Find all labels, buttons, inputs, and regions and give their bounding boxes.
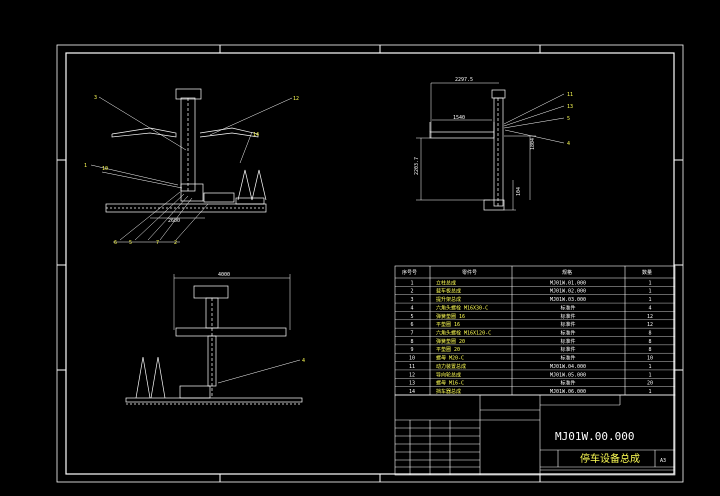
balloon: 13 — [567, 104, 573, 110]
bom-cell-name: 弹簧垫圈 20 — [436, 338, 465, 345]
drawing-title: 停车设备总成 — [580, 452, 640, 465]
bom-cell-name: 螺母 M20-C — [436, 355, 464, 362]
balloon: 4 — [567, 141, 570, 147]
bom-cell-qty: 8 — [648, 347, 651, 353]
bom-cell-name: 平垫圈 20 — [436, 346, 460, 353]
bom-cell-no: 10 — [409, 356, 415, 362]
bom-cell-name: 动力装置总成 — [436, 363, 466, 370]
balloon: 1 — [84, 163, 87, 169]
bom-cell-name: 导向轮总成 — [436, 371, 461, 378]
bom-cell-no: 6 — [410, 322, 413, 328]
bom-cell-qty: 1 — [648, 364, 651, 370]
bom-cell-no: 3 — [410, 297, 413, 303]
bom-header: 序号号 零件号 规格 数量 — [402, 269, 652, 276]
bom-header-no: 序号号 — [402, 269, 417, 276]
sheet-size: A3 — [660, 458, 666, 464]
front-view-annotations: 3 12 14 1 10 6 5 7 2 2600 — [84, 95, 299, 246]
bom-cell-name: 弹簧垫圈 16 — [436, 313, 465, 320]
title-block — [394, 394, 676, 476]
bom-cell-spec: MJ01W.04.000 — [550, 364, 586, 370]
bom-cell-no: 9 — [410, 347, 413, 353]
bom-cell-qty: 20 — [647, 381, 653, 387]
bom-cell-name: 载车板总成 — [436, 288, 461, 295]
bom-cell-name: 提升架总成 — [436, 296, 461, 303]
bom-cell-spec: MJ01W.01.000 — [550, 280, 586, 286]
bom-cell-spec: MJ01W.02.000 — [550, 289, 586, 295]
bom-cell-spec: 标准件 — [560, 355, 575, 362]
bom-cell-qty: 8 — [648, 339, 651, 345]
bom-cell-qty: 12 — [647, 314, 653, 320]
balloon: 11 — [567, 92, 573, 98]
bom-cell-qty: 1 — [648, 389, 651, 395]
balloon: 4 — [302, 358, 305, 364]
bom-cell-name: 挡车器总成 — [436, 388, 461, 395]
dimension-label: 1804 — [530, 138, 536, 150]
side-view[interactable] — [416, 82, 565, 211]
bom-cell-name: 六角头螺栓 M16X120-C — [436, 330, 491, 337]
bom-header-qty: 数量 — [642, 269, 652, 276]
bom-cell-no: 8 — [410, 339, 413, 345]
bom-cell-no: 2 — [410, 289, 413, 295]
bom-cell-spec: 标准件 — [560, 338, 575, 345]
bom-header-name: 零件号 — [462, 269, 477, 276]
bom-cell-spec: 标准件 — [560, 313, 575, 320]
plan-view[interactable] — [125, 274, 303, 405]
bom-cell-qty: 10 — [647, 356, 653, 362]
bom-cell-no: 7 — [410, 331, 413, 337]
balloon: 5 — [129, 240, 132, 246]
bom-cell-no: 12 — [409, 372, 415, 378]
bom-cell-no: 5 — [410, 314, 413, 320]
balloon: 14 — [253, 132, 259, 138]
bom-cell-spec: 标准件 — [560, 346, 575, 353]
dimension-label: 2600 — [168, 218, 180, 224]
dimension-label: 4000 — [218, 272, 230, 278]
drawing-number: MJ01W.00.000 — [555, 430, 634, 443]
side-view-annotations: 2297.5 1540 2203.7 1804 104 11 13 5 4 — [414, 77, 573, 196]
bom-cell-spec: 标准件 — [560, 380, 575, 387]
title-block-text: MJ01W.00.000 停车设备总成 A3 — [555, 430, 666, 465]
dimension-label: 1540 — [453, 115, 465, 121]
bom-cell-spec: MJ01W.05.000 — [550, 372, 586, 378]
bom-cell-spec: MJ01W.06.000 — [550, 389, 586, 395]
bom-cell-qty: 12 — [647, 322, 653, 328]
bom-cell-name: 六角头螺栓 M16X30-C — [436, 304, 488, 311]
balloon: 3 — [94, 95, 97, 101]
bom-cell-name: 螺母 M16-C — [436, 380, 464, 387]
bom-cell-name: 立柱总成 — [436, 279, 456, 286]
dimension-label: 2203.7 — [414, 157, 420, 175]
bom-cell-spec: MJ01W.03.000 — [550, 297, 586, 303]
balloon: 6 — [114, 240, 117, 246]
bom-cell-no: 14 — [409, 389, 415, 395]
dimension-label: 104 — [516, 187, 522, 196]
sheet-frame — [56, 44, 684, 483]
bom-cell-no: 4 — [410, 305, 413, 311]
bom-cell-spec: 标准件 — [560, 321, 575, 328]
bom-cell-qty: 1 — [648, 280, 651, 286]
balloon: 5 — [567, 116, 570, 122]
bom-header-spec: 规格 — [562, 269, 572, 276]
bom-cell-qty: 1 — [648, 372, 651, 378]
dimension-label: 2297.5 — [455, 77, 473, 83]
bom-cell-spec: 标准件 — [560, 330, 575, 337]
bom-cell-no: 13 — [409, 381, 415, 387]
bom-cell-no: 1 — [410, 280, 413, 286]
bom-cell-name: 平垫圈 16 — [436, 321, 460, 328]
balloon: 12 — [293, 96, 299, 102]
bom-cell-qty: 1 — [648, 297, 651, 303]
balloon: 2 — [174, 240, 177, 246]
balloon: 7 — [156, 240, 159, 246]
bom-cell-spec: 标准件 — [560, 304, 575, 311]
bom-cell-qty: 8 — [648, 331, 651, 337]
front-view[interactable] — [90, 88, 293, 243]
bom-cell-no: 11 — [409, 364, 415, 370]
balloon: 10 — [102, 166, 108, 172]
plan-view-annotations: 4000 4 — [218, 272, 305, 364]
bom-cell-qty: 4 — [648, 305, 651, 311]
bom-cell-qty: 1 — [648, 289, 651, 295]
